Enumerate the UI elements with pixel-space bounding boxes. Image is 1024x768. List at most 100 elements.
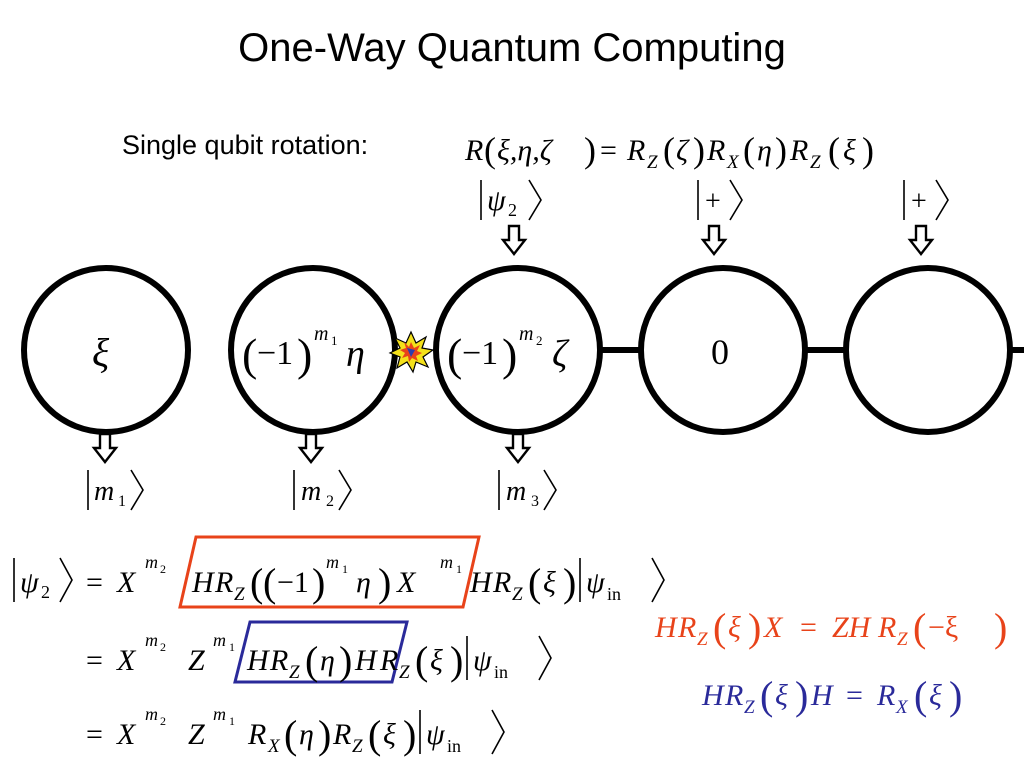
svg-text:−1: −1 [257, 335, 293, 372]
svg-text:): ) [502, 329, 517, 380]
svg-text:X: X [895, 697, 909, 718]
svg-text:R: R [492, 566, 511, 599]
svg-text:ψ: ψ [487, 184, 507, 217]
svg-text:X: X [763, 611, 784, 644]
svg-text:Z: Z [352, 736, 363, 757]
svg-text:R: R [332, 718, 351, 751]
svg-text:1: 1 [456, 562, 462, 576]
input-ket-psi2: ψ 2 [480, 179, 542, 221]
svg-text:(: ( [415, 638, 428, 683]
svg-text:(: ( [663, 130, 675, 170]
svg-text:Z: Z [897, 629, 908, 650]
outcome-ket-m1: m 1 [87, 469, 144, 511]
svg-text:−1: −1 [462, 335, 498, 372]
svg-text:Z: Z [512, 584, 523, 605]
formula-rz2: R [789, 134, 808, 167]
svg-text:R: R [724, 679, 743, 712]
svg-text:): ) [450, 638, 463, 683]
svg-text:R: R [379, 644, 398, 677]
node-4-label: 0 [711, 332, 729, 372]
svg-text:(: ( [913, 605, 926, 650]
svg-text:ψ: ψ [20, 566, 40, 599]
svg-text:): ) [775, 130, 787, 170]
rotation-formula: R ( ξ,η,ζ ) = R Z ( ζ ) R X ( η ) R Z ( … [464, 130, 874, 173]
svg-text:=: = [86, 718, 103, 751]
svg-text:R: R [269, 644, 288, 677]
svg-text:ξ: ξ [775, 679, 788, 712]
svg-text:Z: Z [697, 629, 708, 650]
svg-text:H: H [191, 566, 216, 599]
svg-text:): ) [748, 605, 761, 650]
svg-text:=: = [846, 679, 863, 712]
node-3-label: ( −1 ) m 2 ζ [447, 323, 570, 380]
svg-text:Z: Z [188, 644, 205, 677]
svg-text:1: 1 [229, 640, 235, 654]
svg-text:(: ( [828, 130, 840, 170]
svg-text:H: H [810, 679, 835, 712]
svg-text:m: m [301, 476, 321, 507]
svg-text:in: in [447, 736, 461, 756]
collision-icon [388, 330, 435, 374]
outcome-ket-m3: m 3 [498, 469, 557, 511]
svg-text:): ) [994, 605, 1007, 650]
svg-text:Z: Z [744, 697, 755, 718]
svg-text:H: H [354, 644, 379, 677]
svg-text:H: H [469, 566, 494, 599]
svg-text:): ) [693, 130, 705, 170]
svg-text:H: H [701, 679, 726, 712]
svg-text:m: m [213, 630, 226, 650]
svg-text:ξ: ξ [728, 611, 741, 644]
svg-text:R: R [214, 566, 233, 599]
svg-text:X: X [396, 566, 417, 599]
svg-text:1: 1 [118, 493, 126, 510]
svg-text:ξ: ξ [543, 566, 556, 599]
svg-text:(: ( [242, 329, 257, 380]
svg-text:(: ( [914, 673, 927, 718]
rotation-label: Single qubit rotation: [122, 130, 369, 160]
svg-text:(: ( [447, 329, 462, 380]
identity-blue: H R Z ( ξ ) H = R X ( ξ ) [701, 673, 962, 718]
formula-rx-sub: X [726, 152, 740, 173]
svg-text:X: X [116, 566, 137, 599]
formula-rz2-sub: Z [810, 152, 821, 173]
svg-text:X: X [267, 736, 281, 757]
svg-text:(: ( [743, 130, 755, 170]
svg-text:=: = [800, 611, 817, 644]
svg-text:2: 2 [160, 562, 166, 576]
svg-text:(: ( [284, 712, 297, 757]
svg-text:in: in [607, 584, 621, 604]
svg-text:Z: Z [188, 718, 205, 751]
svg-text:=: = [86, 566, 103, 599]
svg-text:2: 2 [508, 200, 517, 220]
svg-text:ψ: ψ [473, 644, 493, 677]
svg-text:ψ: ψ [586, 566, 606, 599]
svg-text:X: X [116, 718, 137, 751]
svg-text:m: m [145, 552, 158, 572]
svg-text:Z: Z [289, 662, 300, 683]
svg-text:): ) [949, 673, 962, 718]
svg-text:Z: Z [399, 662, 410, 683]
svg-text:ξ: ξ [383, 718, 396, 751]
svg-text:m: m [440, 552, 453, 572]
svg-text:m: m [506, 476, 526, 507]
formula-rz-sub: Z [647, 152, 658, 173]
svg-text:+: + [911, 186, 927, 217]
identity-red: H R Z ( ξ ) X = ZH R Z ( −ξ ) [654, 605, 1007, 650]
derivation-line-3: = X m 2 Z m 1 R X ( η ) R Z ( ξ ) ψ in [86, 704, 505, 757]
svg-text:2: 2 [41, 582, 50, 602]
svg-text:−1: −1 [277, 566, 309, 599]
red-highlight-box [178, 535, 481, 609]
svg-text:(: ( [263, 560, 276, 605]
svg-text:): ) [297, 329, 312, 380]
node-2-label: ( −1 ) m 1 η [242, 323, 365, 380]
svg-text:η: η [356, 566, 371, 599]
formula-xi: ξ [843, 134, 856, 167]
formula-rx: R [706, 134, 725, 167]
svg-text:−ξ: −ξ [928, 611, 958, 644]
svg-text:): ) [378, 560, 391, 605]
svg-text:H: H [246, 644, 271, 677]
svg-text:(: ( [713, 605, 726, 650]
formula-args: ξ,η,ζ [497, 134, 554, 167]
svg-text:ξ: ξ [430, 644, 443, 677]
